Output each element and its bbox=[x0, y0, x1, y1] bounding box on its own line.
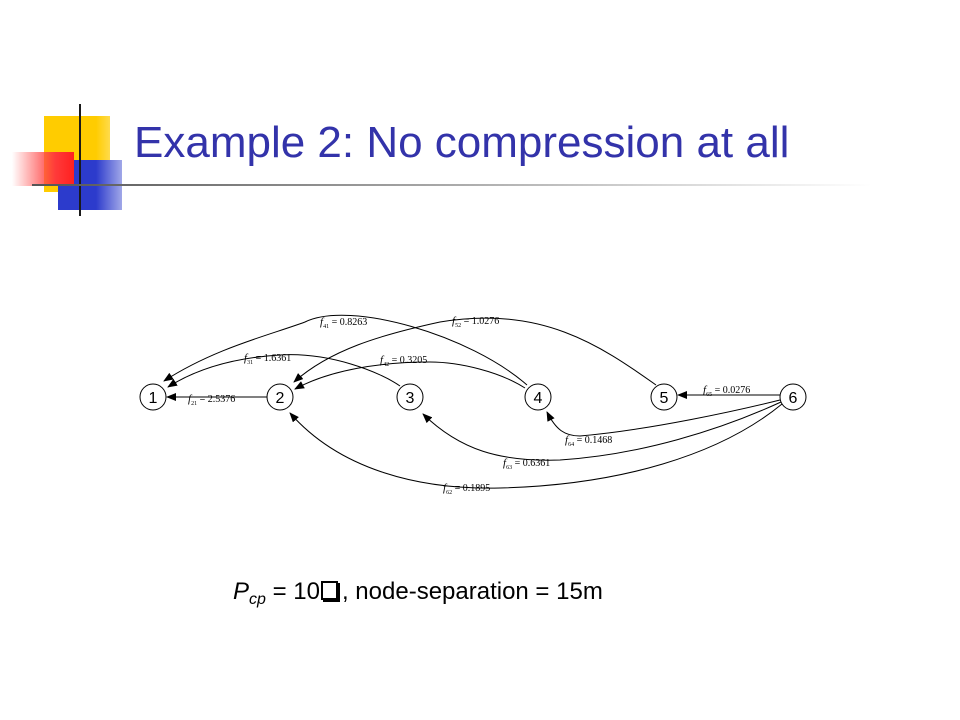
edge-label-4-2: f42 = 0.3205 bbox=[380, 354, 427, 368]
edge-label-4-1: f41 = 0.8263 bbox=[320, 316, 367, 330]
node-2: 2 bbox=[266, 383, 294, 411]
edge-label-6-4: f64 = 0.1468 bbox=[565, 434, 612, 448]
edge-6-4 bbox=[546, 399, 781, 437]
edge-label-3-1: f31 = 1.6361 bbox=[244, 352, 291, 366]
edge-5-2 bbox=[293, 317, 657, 386]
edge-label-5-2: f52 = 1.0276 bbox=[452, 315, 499, 329]
node-6: 6 bbox=[779, 383, 807, 411]
node-4: 4 bbox=[524, 383, 552, 411]
caption-p-subscript: cp bbox=[249, 591, 266, 608]
svg-text:1: 1 bbox=[149, 390, 158, 407]
edge-4-1 bbox=[163, 314, 528, 386]
node-3: 3 bbox=[396, 383, 424, 411]
edge-6-3 bbox=[422, 401, 782, 461]
caption-pre: = 10 bbox=[265, 578, 320, 605]
slide-title: Example 2: No compression at all bbox=[134, 118, 790, 167]
caption-post: , node-separation = 15m bbox=[341, 578, 603, 605]
svg-text:4: 4 bbox=[534, 390, 543, 407]
svg-text:5: 5 bbox=[660, 390, 669, 407]
edge-6-2 bbox=[289, 403, 783, 489]
node-1: 1 bbox=[139, 383, 167, 411]
decor-fade bbox=[96, 116, 136, 212]
decor-horizontal-line bbox=[32, 184, 872, 186]
node-5: 5 bbox=[650, 383, 678, 411]
svg-text:6: 6 bbox=[789, 390, 798, 407]
edge-label-6-3: f63 = 0.6361 bbox=[503, 457, 550, 471]
edge-4-2 bbox=[294, 361, 526, 390]
decor-vertical-line bbox=[79, 104, 81, 216]
box-glyph-icon bbox=[320, 581, 338, 600]
edge-label-2-1: f21 = 2.5376 bbox=[188, 393, 235, 407]
svg-text:2: 2 bbox=[276, 390, 285, 407]
edge-3-1 bbox=[167, 354, 401, 388]
caption: Pcp = 10 , node-separation = 15m bbox=[233, 578, 603, 609]
edge-label-6-5: f65 = 0.0276 bbox=[703, 384, 750, 398]
svg-text:3: 3 bbox=[406, 390, 415, 407]
decor-red-bar bbox=[12, 152, 74, 186]
edge-label-6-2: f62 = 0.1895 bbox=[443, 482, 490, 496]
caption-p-symbol: P bbox=[233, 578, 250, 605]
